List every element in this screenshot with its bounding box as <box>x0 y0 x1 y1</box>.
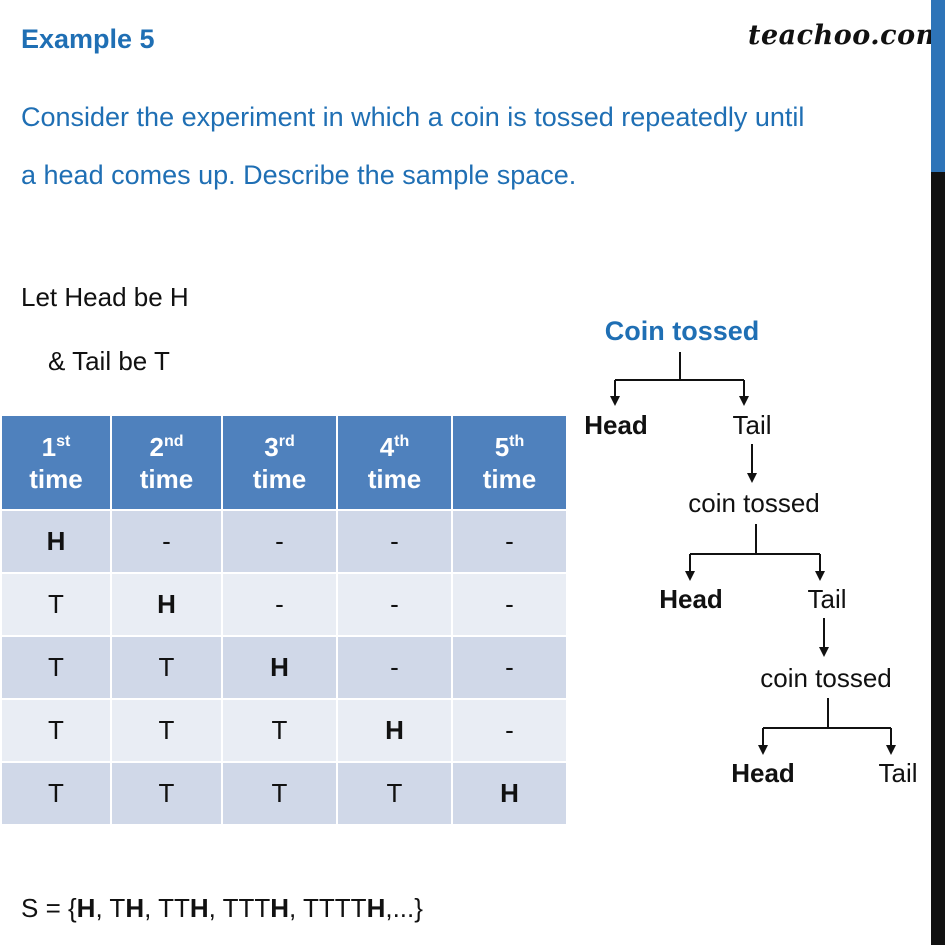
table-cell: - <box>451 509 568 574</box>
table-row: T T T T H <box>0 761 568 826</box>
tree-level-2-head: Head <box>659 584 723 614</box>
coin-toss-tree-diagram: Coin tossed Head Tail coin tossed Head T… <box>584 316 917 788</box>
tree-level-3-node: coin tossed <box>760 663 892 693</box>
tree-level-1-tail: Tail <box>732 410 771 440</box>
definition-tail: & Tail be T <box>48 346 170 376</box>
table-row: T T H - - <box>0 635 568 700</box>
question-text: Consider the experiment in which a coin … <box>21 88 901 204</box>
sample-space-item: TH <box>109 893 145 923</box>
table-cell: H <box>110 572 223 637</box>
sample-space-suffix: ,...} <box>385 893 423 923</box>
table-cell: T <box>110 761 223 826</box>
table-cell: - <box>336 509 453 574</box>
table-cell: T <box>110 635 223 700</box>
example-heading: Example 5 <box>21 24 155 54</box>
sample-space-answer: S = {H, TH, TTH, TTTH, TTTTH,...} <box>21 893 423 923</box>
table-cell: H <box>336 698 453 763</box>
tree-level-2-node: coin tossed <box>688 488 820 518</box>
table-cell: H <box>221 635 338 700</box>
table-cell: - <box>451 635 568 700</box>
tree-level-1-head: Head <box>584 410 648 440</box>
tree-level-2-tail: Tail <box>807 584 846 614</box>
tree-level-3-tail: Tail <box>878 758 917 788</box>
table-cell: - <box>110 509 223 574</box>
tree-branch-level-1 <box>610 352 749 406</box>
table-cell: T <box>0 761 112 826</box>
sample-space-item: H <box>76 893 96 923</box>
tree-branch-level-2 <box>685 524 825 581</box>
scrollbar-thumb[interactable] <box>931 0 945 172</box>
table-cell: - <box>451 698 568 763</box>
sample-space-item: TTH <box>158 893 209 923</box>
table-cell: H <box>451 761 568 826</box>
table-cell: - <box>221 509 338 574</box>
table-cell: T <box>336 761 453 826</box>
table-cell: T <box>0 698 112 763</box>
sample-space-item: TTTH <box>222 893 290 923</box>
tree-branch-level-3 <box>758 698 896 755</box>
table-cell: T <box>221 698 338 763</box>
sample-space-prefix: S = { <box>21 893 77 923</box>
question-line-2: a head comes up. Describe the sample spa… <box>21 160 577 190</box>
table-cell: T <box>0 635 112 700</box>
table-row: H - - - - <box>0 509 568 574</box>
table-cell: - <box>221 572 338 637</box>
table-cell: - <box>336 635 453 700</box>
table-cell: H <box>0 509 112 574</box>
teachoo-logo: teachoo.com <box>748 20 945 51</box>
table-row: T H - - - <box>0 572 568 637</box>
table-cell: T <box>221 761 338 826</box>
tree-level-3-head: Head <box>731 758 795 788</box>
sample-space-item: TTTTH <box>303 893 386 923</box>
table-cell: T <box>0 572 112 637</box>
table-cell: - <box>451 572 568 637</box>
definition-head: Let Head be H <box>21 282 189 312</box>
table-cell: T <box>110 698 223 763</box>
question-line-1: Consider the experiment in which a coin … <box>21 102 805 132</box>
table-cell: - <box>336 572 453 637</box>
scrollbar-track[interactable] <box>931 0 945 945</box>
tree-root-label: Coin tossed <box>605 316 760 346</box>
table-row: T T T H - <box>0 698 568 763</box>
